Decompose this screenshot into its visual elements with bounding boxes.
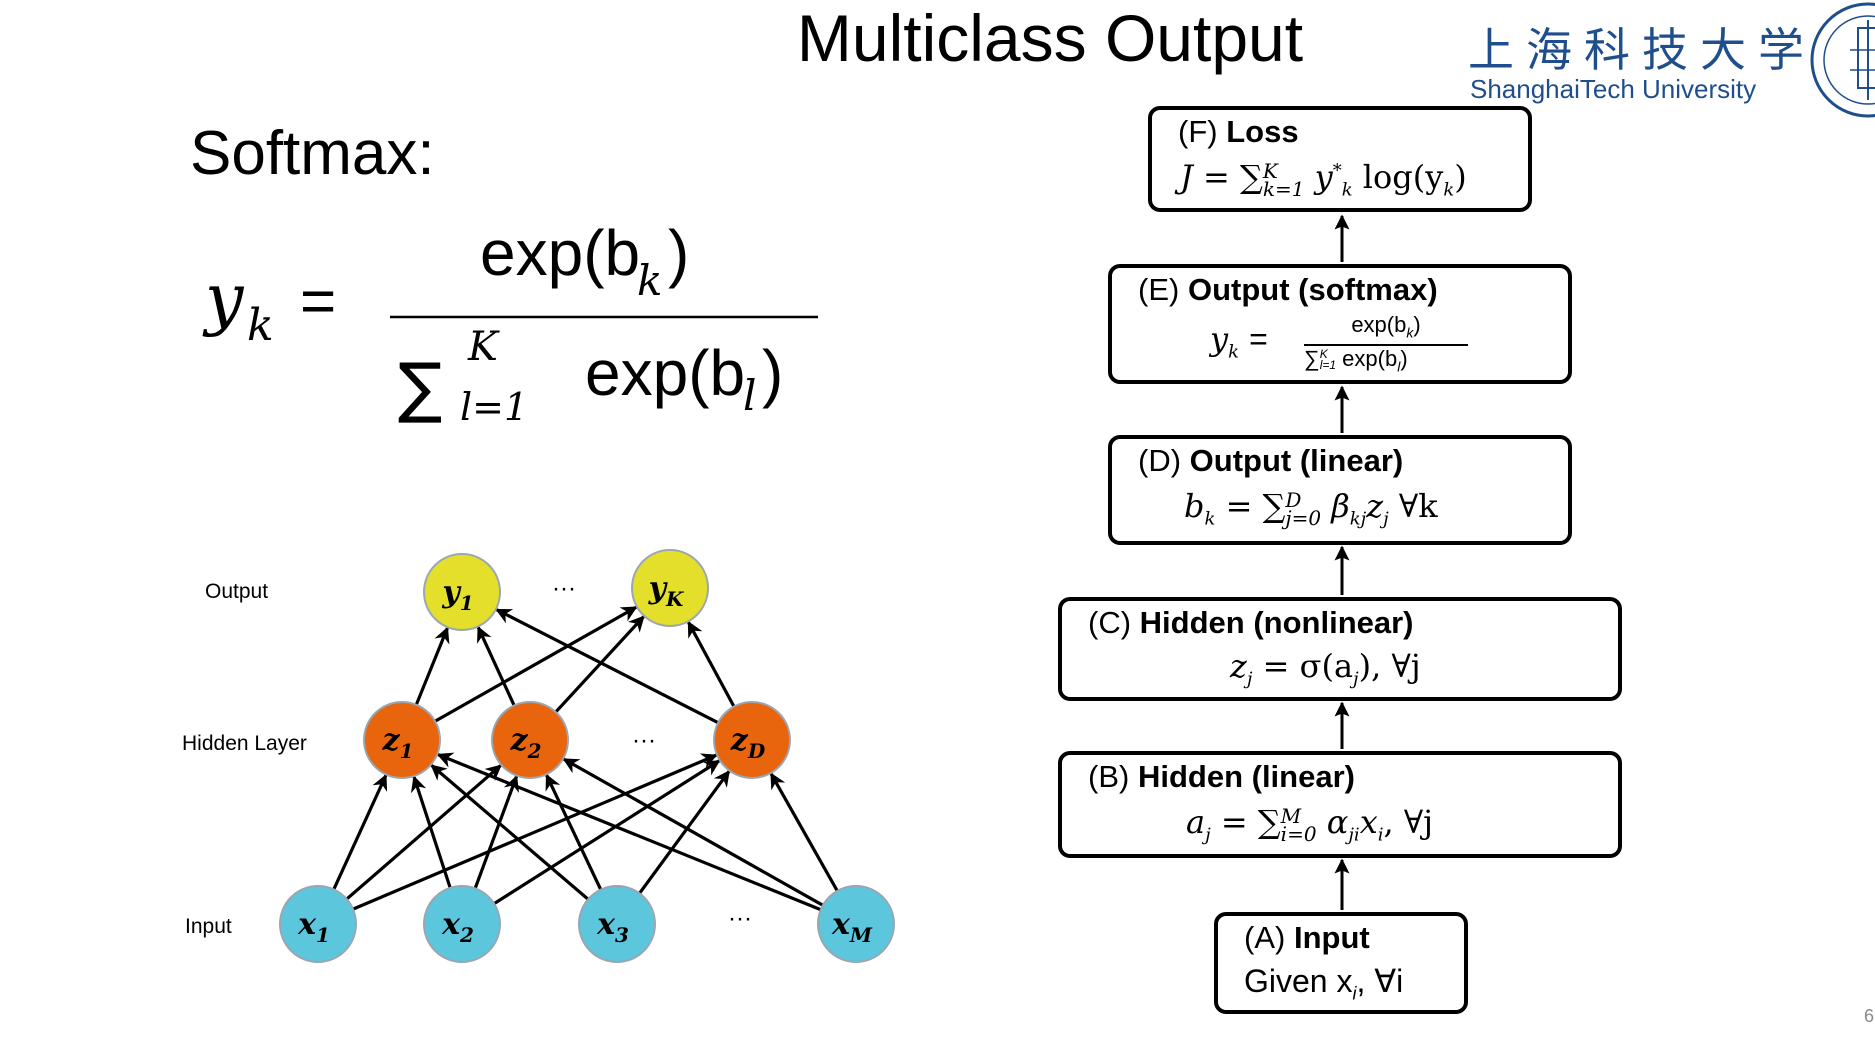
formula-denominator-sub: l bbox=[743, 371, 756, 420]
softmax-formula: y k = exp(b k ) ∑ K l=1 exp(b l ) bbox=[202, 217, 818, 429]
formula-lhs: y bbox=[202, 260, 245, 339]
box-input: (A) Input Given xi, ∀i bbox=[1214, 912, 1468, 1014]
neural-network-diagram: y1 yK z1 z2 zD x1 x2 x3 xM Output Hidden Layer I… bbox=[182, 549, 895, 963]
edge-hidden-1-output-2 bbox=[430, 605, 638, 725]
formula-denominator: exp(b bbox=[585, 337, 745, 409]
hidden-node-2-circle bbox=[491, 701, 569, 779]
hidden-ellipsis: ··· bbox=[632, 727, 656, 754]
hidden-node-3-circle bbox=[713, 701, 791, 779]
box-loss-heading: (F) Loss bbox=[1178, 114, 1299, 149]
formula-denominator-close: ) bbox=[762, 337, 783, 409]
formula-sum-upper: K bbox=[467, 324, 500, 370]
output-node-2: yK bbox=[631, 549, 709, 627]
edge-hidden-1-output-1 bbox=[413, 626, 450, 709]
university-logo-chinese: 上海科技大学 bbox=[1468, 23, 1816, 77]
formula-lhs-sub: k bbox=[247, 300, 274, 351]
page-number: 6 bbox=[1864, 1006, 1875, 1026]
input-node-4: xM bbox=[817, 885, 895, 963]
box-input-heading: (A) Input bbox=[1244, 920, 1370, 955]
edge-input-1-hidden-1 bbox=[330, 774, 388, 894]
box-output-softmax-lhs: yk = bbox=[1210, 320, 1268, 363]
input-node-3-circle bbox=[578, 885, 656, 963]
network-nodes: y1 yK z1 z2 zD x1 x2 x3 xM bbox=[279, 549, 895, 963]
edge-input-3-hidden-3 bbox=[635, 770, 731, 898]
edge-hidden-2-output-1 bbox=[476, 625, 518, 710]
formula-equals: = bbox=[300, 267, 336, 336]
input-node-3-label: x3 bbox=[596, 907, 629, 947]
edge-hidden-3-output-2 bbox=[687, 620, 738, 711]
box-hidden-nonlinear-equation: zj = σ(aj), ∀j bbox=[1230, 647, 1421, 690]
formula-numerator: exp(b bbox=[480, 217, 640, 289]
box-hidden-linear-heading: (B) Hidden (linear) bbox=[1088, 759, 1355, 794]
input-node-2-circle bbox=[423, 885, 501, 963]
layer-label-input: Input bbox=[185, 915, 232, 938]
layer-label-output: Output bbox=[205, 580, 268, 603]
hidden-node-2: z2 bbox=[491, 701, 569, 779]
edge-input-4-hidden-1 bbox=[436, 752, 825, 913]
edge-input-1-hidden-3 bbox=[348, 753, 718, 913]
input-node-1-circle bbox=[279, 885, 357, 963]
edge-input-4-hidden-2 bbox=[562, 757, 828, 909]
hidden-node-3: zD bbox=[713, 701, 791, 779]
box-output-softmax-fraction-bar bbox=[1304, 344, 1468, 346]
box-output-linear-heading: (D) Output (linear) bbox=[1138, 443, 1404, 478]
edge-input-2-hidden-1 bbox=[410, 775, 453, 892]
edge-hidden-2-output-2 bbox=[551, 615, 645, 716]
formula-sum: ∑ bbox=[398, 349, 442, 426]
hidden-node-1: z1 bbox=[363, 701, 441, 779]
box-input-equation: Given xi, ∀i bbox=[1244, 963, 1404, 1004]
formula-numerator-close: ) bbox=[668, 217, 689, 289]
edge-input-4-hidden-3 bbox=[769, 772, 841, 896]
edge-input-2-hidden-3 bbox=[490, 759, 721, 908]
output-node-1: y1 bbox=[423, 553, 501, 631]
edge-input-2-hidden-2 bbox=[472, 775, 519, 893]
university-logo-english: ShanghaiTech University bbox=[1470, 74, 1757, 104]
output-node-1-circle bbox=[423, 553, 501, 631]
box-output-softmax-heading: (E) Output (softmax) bbox=[1138, 272, 1438, 307]
input-ellipsis: ··· bbox=[728, 905, 752, 932]
edge-input-3-hidden-2 bbox=[545, 773, 604, 894]
input-node-1: x1 bbox=[279, 885, 357, 963]
input-node-4-circle bbox=[817, 885, 895, 963]
output-node-2-circle bbox=[631, 549, 709, 627]
hidden-node-2-label: z2 bbox=[510, 723, 542, 763]
formula-numerator-sub: k bbox=[637, 256, 662, 305]
box-hidden-nonlinear: (C) Hidden (nonlinear) zj = σ(aj), ∀j bbox=[1058, 597, 1622, 701]
edge-input-1-hidden-2 bbox=[342, 764, 502, 903]
network-edges bbox=[330, 605, 841, 913]
slide-title: Multiclass Output bbox=[796, 1, 1304, 75]
input-node-3: x3 bbox=[578, 885, 656, 963]
hidden-node-1-circle bbox=[363, 701, 441, 779]
formula-sum-lower: l=1 bbox=[460, 385, 528, 429]
edge-hidden-3-output-1 bbox=[495, 608, 723, 726]
box-hidden-nonlinear-heading: (C) Hidden (nonlinear) bbox=[1088, 605, 1414, 640]
edge-input-3-hidden-1 bbox=[430, 764, 593, 903]
output-ellipsis: ··· bbox=[552, 575, 576, 602]
box-output-softmax-numerator: exp(bk) bbox=[1351, 312, 1421, 341]
input-node-2: x2 bbox=[423, 885, 501, 963]
layer-label-hidden: Hidden Layer bbox=[182, 732, 307, 755]
softmax-label: Softmax: bbox=[190, 119, 435, 188]
university-seal-icon bbox=[1810, 2, 1875, 118]
